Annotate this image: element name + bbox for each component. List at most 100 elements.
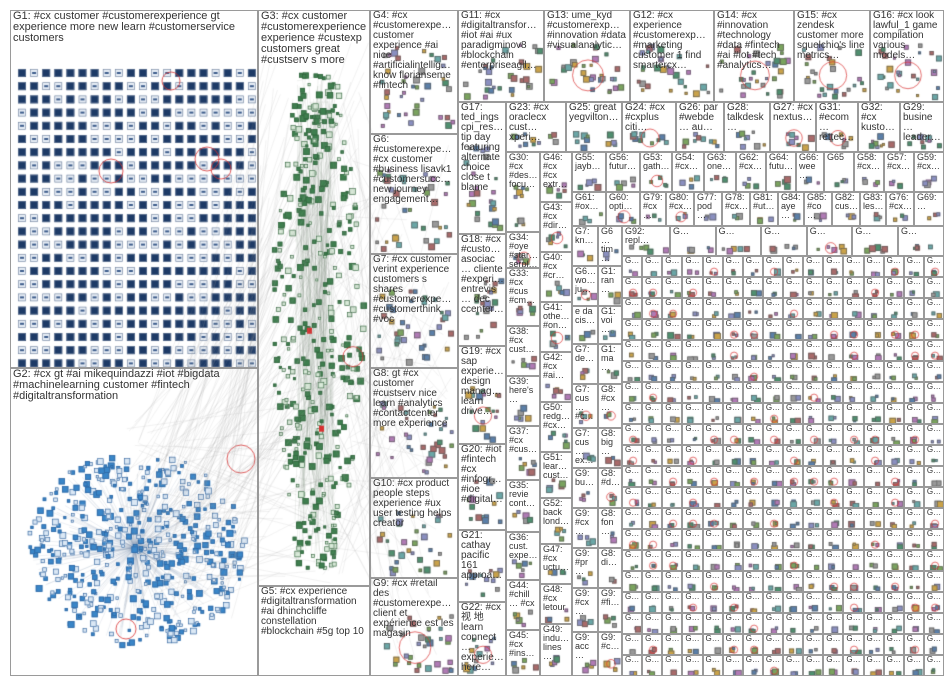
cluster-nodes <box>683 425 702 444</box>
cluster-nodes <box>824 404 843 423</box>
cluster-nodes <box>371 135 457 253</box>
cluster-gx17_6: G… <box>742 613 763 634</box>
cluster-g60: G60: opti… <box>606 192 640 226</box>
cluster-nodes <box>864 362 883 381</box>
cluster-nodes <box>683 467 702 486</box>
cluster-gx4_15: G… <box>923 340 944 361</box>
cluster-gx12_8: G… <box>783 508 804 529</box>
cluster-nodes <box>904 551 923 570</box>
cluster-nodes <box>743 257 762 276</box>
cluster-gx11_3: G… <box>682 487 703 508</box>
cluster-gx4_9: G… <box>803 340 824 361</box>
cluster-gx17_4: G… <box>702 613 723 634</box>
cluster-nodes <box>623 509 642 528</box>
cluster-nodes <box>683 404 702 423</box>
cluster-gx11_2: G… <box>662 487 683 508</box>
cluster-gx1_13: G… <box>883 277 904 298</box>
cluster-nodes <box>904 446 923 465</box>
cluster-gx1_0: G… <box>622 277 643 298</box>
cluster-gx6_0: G… <box>622 382 643 403</box>
cluster-nodes <box>864 320 883 339</box>
cluster-nodes <box>804 425 823 444</box>
cluster-gx15_8: G… <box>783 571 804 592</box>
cluster-nodes <box>573 633 597 675</box>
cluster-g80: G80: #cx… <box>666 192 694 226</box>
cluster-nodes <box>573 385 597 427</box>
cluster-gx18_9: G… <box>803 634 824 655</box>
cluster-g34: G34: #oye #star… serpl… <box>506 232 540 268</box>
cluster-nodes <box>683 593 702 612</box>
cluster-nodes <box>683 257 702 276</box>
cluster-g3: G3: #cx customer #customerexperience exp… <box>258 10 370 586</box>
cluster-gx0_8: G… <box>783 256 804 277</box>
cluster-gx18_0: G… <box>622 634 643 655</box>
cluster-g59: G59: #cx… <box>914 152 944 192</box>
cluster-gx10_9: G… <box>803 466 824 487</box>
cluster-nodes <box>804 320 823 339</box>
cluster-nodes <box>743 593 762 612</box>
cluster-nodes <box>573 267 597 305</box>
cluster-gx9_14: G… <box>903 445 924 466</box>
cluster-gx11_5: G… <box>722 487 743 508</box>
cluster-nodes <box>804 635 823 654</box>
cluster-gx14_3: G… <box>682 550 703 571</box>
cluster-g43: G43: #cx #dir… <box>540 202 572 252</box>
cluster-nodes <box>459 11 543 101</box>
cluster-nodes <box>763 614 782 633</box>
cluster-gx7_6: G… <box>742 403 763 424</box>
cluster-nodes <box>683 572 702 591</box>
cluster-nodes <box>723 467 742 486</box>
cluster-nodes <box>804 530 823 549</box>
cluster-gx15_13: G… <box>883 571 904 592</box>
cluster-nodes <box>924 530 943 549</box>
cluster-nodes <box>573 307 597 343</box>
cluster-nodes <box>884 572 903 591</box>
cluster-nodes <box>844 509 863 528</box>
cluster-nodes <box>904 656 923 675</box>
cluster-nodes <box>573 469 597 507</box>
cluster-gx4_13: G… <box>883 340 904 361</box>
cluster-gx8_12: G… <box>863 424 884 445</box>
cluster-g45: G45: #cx #ins… <box>506 630 540 676</box>
cluster-nodes <box>884 446 903 465</box>
cluster-nodes <box>924 257 943 276</box>
cluster-nodes <box>683 341 702 360</box>
cluster-nodes <box>784 404 803 423</box>
cluster-gx12_4: G… <box>702 508 723 529</box>
cluster-nodes <box>725 103 769 151</box>
cluster-nodes <box>884 551 903 570</box>
cluster-nodes <box>573 153 605 191</box>
cluster-nodes <box>833 193 859 225</box>
cluster-gx13_14: G… <box>903 529 924 550</box>
cluster-gx8_10: G… <box>823 424 844 445</box>
cluster-gx18_13: G… <box>883 634 904 655</box>
cluster-gx10_0: G… <box>622 466 643 487</box>
cluster-gx9_8: G… <box>783 445 804 466</box>
cluster-gx19_14: G… <box>903 655 924 676</box>
cluster-nodes <box>884 509 903 528</box>
cluster-nodes <box>623 341 642 360</box>
cluster-nodes <box>703 425 722 444</box>
cluster-nodes <box>683 509 702 528</box>
cluster-nodes <box>924 425 943 444</box>
cluster-nodes <box>804 593 823 612</box>
cluster-gx14_9: G… <box>803 550 824 571</box>
cluster-nodes <box>924 278 943 297</box>
cluster-nodes <box>643 593 662 612</box>
cluster-nodes <box>743 341 762 360</box>
cluster-nodes <box>623 467 642 486</box>
cluster-nodes <box>804 362 823 381</box>
cluster-nodes <box>784 614 803 633</box>
cluster-nodes <box>864 341 883 360</box>
cluster-nodes <box>703 488 722 507</box>
cluster-nodes <box>844 656 863 675</box>
cluster-gx0_2: G… <box>662 256 683 277</box>
cluster-gx18_8: G… <box>783 634 804 655</box>
cluster-gx6_3: G… <box>682 382 703 403</box>
cluster-gx0_5: G… <box>722 256 743 277</box>
cluster-gx2_14: G… <box>903 298 924 319</box>
cluster-nodes <box>723 530 742 549</box>
cluster-nodes <box>643 320 662 339</box>
cluster-nodes <box>824 467 843 486</box>
